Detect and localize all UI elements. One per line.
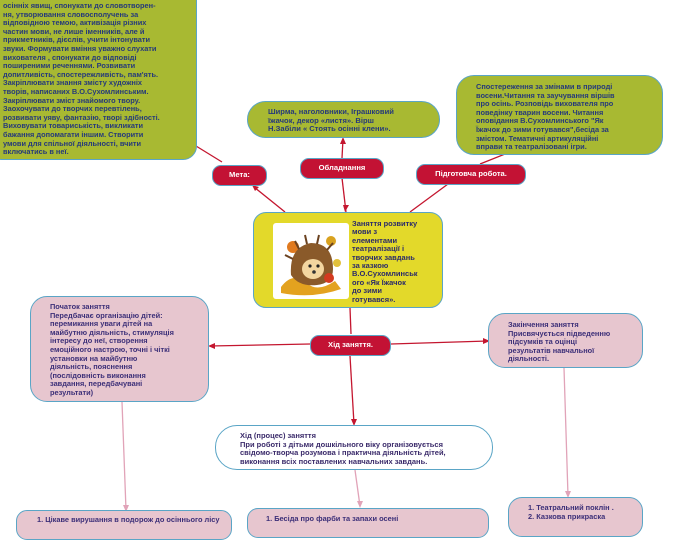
pidgotovcha-label[interactable]: Підготовча робота. — [416, 164, 526, 185]
pochatok-node[interactable]: Початок заняття Передбачає організацію д… — [30, 296, 209, 402]
obladnannia-label[interactable]: Обладнання — [300, 158, 384, 179]
central-topic-node[interactable]: Заняття розвитку мови з елементами театр… — [253, 212, 443, 308]
link-center-to-obladnannia — [341, 177, 349, 213]
zakinchennia-node[interactable]: Закінчення заняття Присвячується підведе… — [488, 313, 643, 368]
connector-lines — [121, 137, 571, 512]
link-center-to-pidgotovcha — [409, 183, 449, 213]
khid-label[interactable]: Хід заняття. — [310, 335, 391, 356]
link-meta-to-text — [195, 145, 223, 163]
hedgehog-illustration — [273, 223, 349, 299]
central-topic-text: Заняття розвитку мови з елементами театр… — [352, 219, 418, 304]
obladnannia-text-node[interactable]: Ширма, наголовники, Іграшковий їжачок, д… — [247, 101, 440, 138]
link-khid-to-pochatok — [208, 343, 311, 349]
link-center-to-meta — [252, 185, 286, 213]
link-zakinchennia-to-bottom-right — [563, 367, 571, 498]
protses-node[interactable]: Хід (процес) заняття При роботі з дітьми… — [215, 425, 493, 470]
link-center-to-khid — [349, 307, 352, 335]
link-pochatok-to-bottom-left — [121, 401, 129, 512]
link-protses-to-bottom-mid — [354, 469, 363, 508]
link-khid-to-zakinchennia — [390, 338, 490, 345]
bottom-mid-node[interactable]: 1. Бесіда про фарби та запахи осені — [247, 508, 489, 538]
bottom-left-node[interactable]: 1. Цікаве вирушання в подорож до осінньо… — [16, 510, 232, 540]
bottom-right-node[interactable]: 1. Театральний поклін . 2. Казкова прикр… — [508, 497, 643, 537]
meta-label[interactable]: Мета: — [212, 165, 267, 186]
pidgotovcha-text-node[interactable]: Спостереження за змінами в природі восен… — [456, 75, 663, 155]
meta-text-node[interactable]: осінніх явищ, спонукати до словотворен- … — [0, 0, 197, 160]
link-khid-to-protses — [349, 355, 357, 426]
link-obladnannia-to-text — [340, 137, 346, 159]
